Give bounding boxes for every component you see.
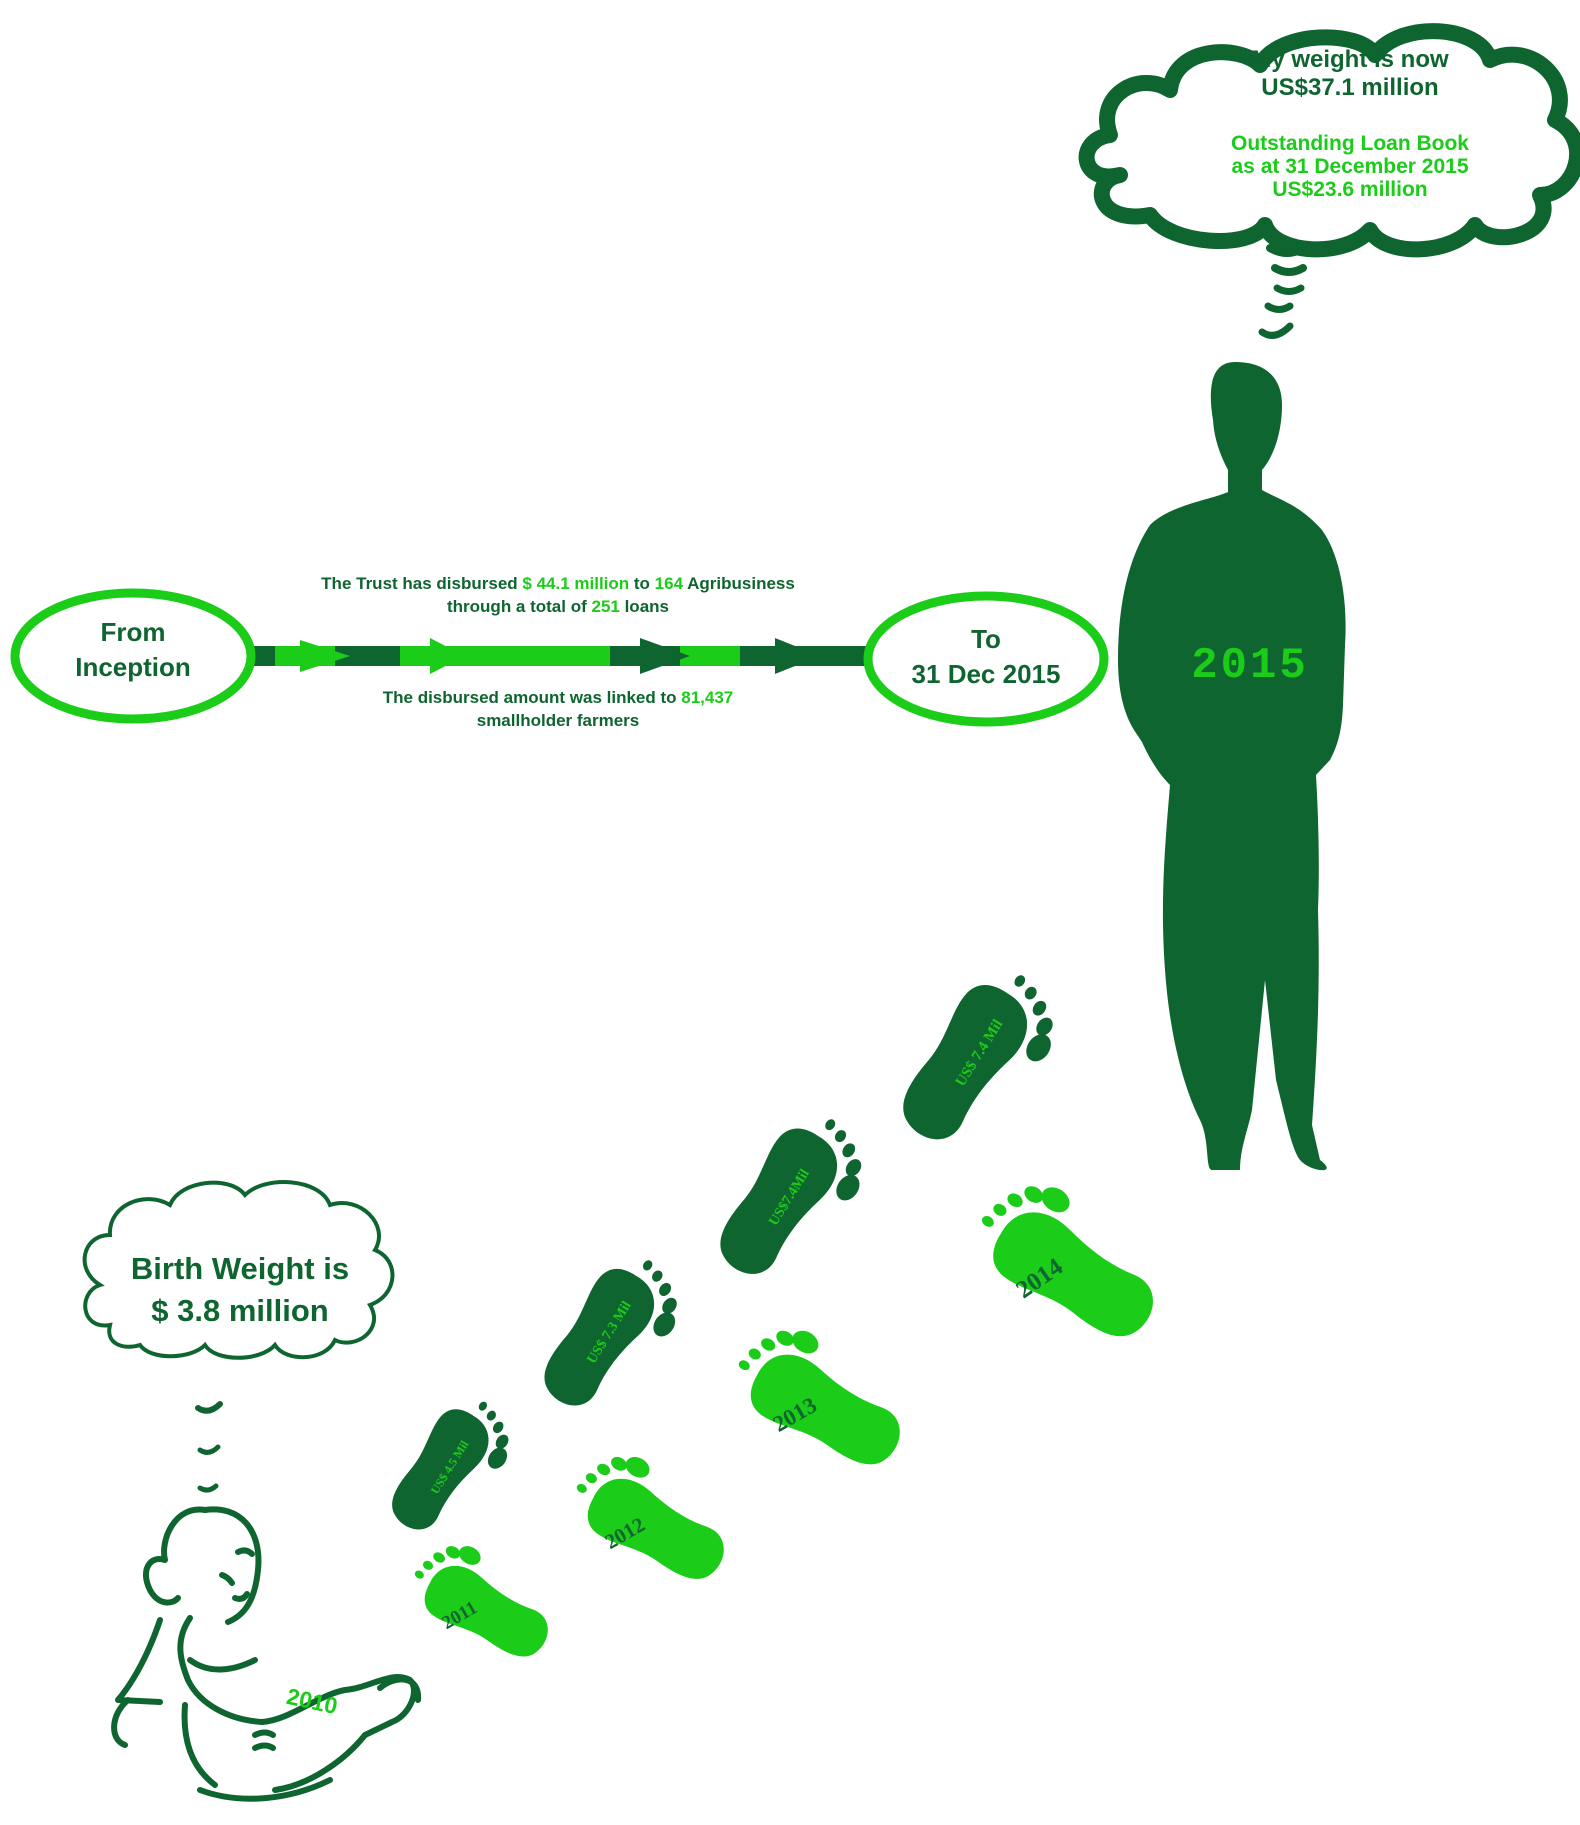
start-node-ellipse	[10, 588, 256, 724]
start-node-line1: From	[100, 617, 166, 647]
end-node-line2: 31 Dec 2015	[911, 659, 1061, 689]
thought-cloud-icon	[1078, 23, 1580, 339]
birth-cloud-line1: Birth Weight is	[130, 1251, 350, 1286]
adult-year: 2015	[1191, 641, 1309, 691]
top-cloud-sub1: Outstanding Loan Book	[1231, 132, 1469, 155]
timeline-top-text: The Trust has disbursed $ 44.1 million t…	[321, 574, 795, 616]
birth-cloud-line2: $ 3.8 million	[151, 1293, 329, 1328]
top-cloud-sub2: as at 31 December 2015	[1231, 155, 1469, 178]
top-cloud-line2: US$37.1 million	[1261, 74, 1439, 101]
footprint-icon	[377, 954, 1077, 1552]
end-node-line1: To	[971, 624, 1001, 654]
right-arrow-icon	[300, 640, 350, 672]
baby-outline-icon	[111, 1506, 422, 1802]
top-cloud-sub3: US$23.6 million	[1272, 178, 1428, 201]
timeline-bar	[250, 638, 870, 674]
right-arrow-icon	[640, 638, 690, 674]
right-arrow-icon	[775, 638, 820, 674]
right-arrow-icon	[430, 638, 465, 674]
end-node-ellipse	[863, 591, 1109, 727]
timeline-bottom-text: The disbursed amount was linked to 81,43…	[382, 688, 734, 730]
start-node-line2: Inception	[75, 652, 191, 682]
thought-cloud-icon	[82, 1180, 395, 1493]
man-silhouette-icon	[1118, 362, 1346, 1171]
top-cloud-line1: My weight is now	[1251, 46, 1449, 73]
